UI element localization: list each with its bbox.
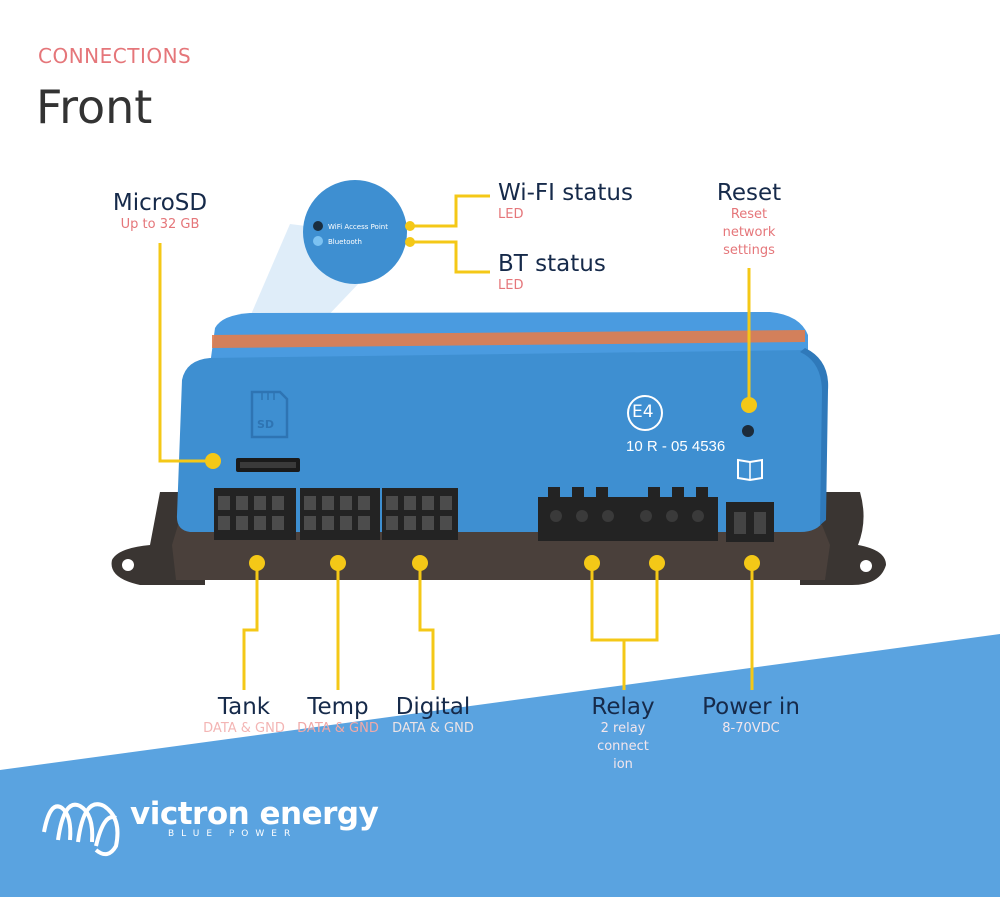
bt-callout-line <box>410 240 490 274</box>
bt-led <box>313 236 323 246</box>
tank-sub: DATA & GND <box>203 721 285 736</box>
digital-title: Digital <box>395 694 471 720</box>
connector-pin <box>440 516 452 530</box>
brand-name: victron energy <box>130 796 379 832</box>
reset-sub-3: settings <box>723 243 775 258</box>
relay-sub-2: connect <box>597 739 649 754</box>
reset-sub-1: Reset <box>730 207 768 222</box>
connector-pin <box>422 516 434 530</box>
connector-pin <box>236 496 248 510</box>
digital-callout: Digital DATA & GND <box>392 694 474 738</box>
wifi-callout-line <box>410 194 490 228</box>
wifi-led-label: WiFi Access Point <box>328 223 388 231</box>
connector-pin <box>386 496 398 510</box>
tank-callout: Tank DATA & GND <box>203 694 285 738</box>
wifi-callout: Wi-FI status LED <box>498 180 633 224</box>
reset-sub-2: network <box>722 225 776 240</box>
temp-sub: DATA & GND <box>297 721 379 736</box>
e-mark-circle <box>627 395 663 431</box>
tank-callout-line <box>242 563 259 690</box>
reset-button <box>742 425 754 437</box>
connector-pin <box>304 496 316 510</box>
connector-pin <box>440 496 452 510</box>
connector-pin <box>254 516 266 530</box>
sd-icon-label: SD <box>257 418 275 431</box>
relay-sub-3: ion <box>613 757 633 772</box>
cert-number: 10 R - 05 4536 <box>626 438 726 455</box>
bt-led-label: Bluetooth <box>328 238 362 246</box>
wifi-title: Wi-FI status <box>498 180 633 206</box>
power-title: Power in <box>702 694 800 720</box>
connector-pin <box>322 516 334 530</box>
relay-title: Relay <box>591 694 655 720</box>
connector-pin <box>218 516 230 530</box>
device-front-face <box>176 350 827 532</box>
bt-callout: BT status LED <box>498 251 606 295</box>
connector-pin <box>404 516 416 530</box>
wifi-led <box>313 221 323 231</box>
connector-pin <box>218 496 230 510</box>
connector-pin <box>272 516 284 530</box>
brand-tagline: BLUE POWER <box>168 829 298 839</box>
connector-pin <box>358 496 370 510</box>
power-callout: Power in 8-70VDC <box>702 694 800 738</box>
connector-pin <box>236 516 248 530</box>
bt-title: BT status <box>498 251 606 277</box>
connector-pin <box>340 496 352 510</box>
connector-pin <box>386 516 398 530</box>
connector-pin <box>304 516 316 530</box>
wifi-sub: LED <box>498 207 524 222</box>
footer-band <box>0 634 1000 897</box>
microsd-title: MicroSD <box>112 190 208 216</box>
connector-pin <box>322 496 334 510</box>
connector-pin <box>404 496 416 510</box>
connector-pin <box>254 496 266 510</box>
temp-callout: Temp DATA & GND <box>297 694 379 738</box>
reset-title: Reset <box>716 180 782 206</box>
relay-sub-1: 2 relay <box>600 721 646 736</box>
section-label: CONNECTIONS <box>38 44 192 68</box>
victron-logo-mark <box>42 802 120 857</box>
status-led-zoom <box>303 180 407 284</box>
connector-pin <box>358 516 370 530</box>
temp-title: Temp <box>307 694 369 720</box>
reset-callout: Reset Reset network settings <box>717 180 781 260</box>
microsd-sub: Up to 32 GB <box>120 217 200 232</box>
bt-sub: LED <box>498 278 524 293</box>
microsd-callout-line <box>158 243 213 463</box>
connector-pin <box>340 516 352 530</box>
cert-mark: E4 <box>632 402 654 422</box>
connector-pin <box>272 496 284 510</box>
tank-title: Tank <box>217 694 271 720</box>
sd-card-icon <box>250 390 289 439</box>
digital-callout-line <box>418 563 435 690</box>
page-title: Front <box>36 80 153 134</box>
microsd-callout: MicroSD Up to 32 GB <box>113 190 207 234</box>
digital-sub: DATA & GND <box>392 721 474 736</box>
relay-callout: Relay 2 relay connect ion <box>591 694 654 774</box>
power-sub: 8-70VDC <box>722 721 780 736</box>
connector-pin <box>422 496 434 510</box>
